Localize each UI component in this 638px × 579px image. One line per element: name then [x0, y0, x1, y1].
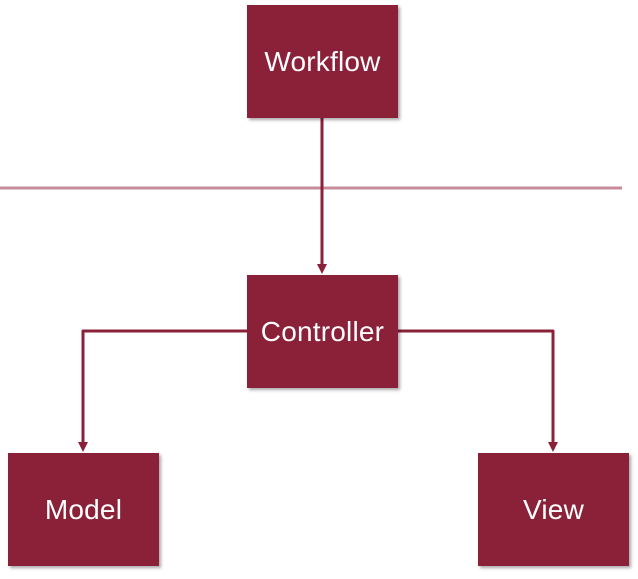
view-node: View — [478, 453, 629, 566]
view-node-label: View — [523, 493, 584, 525]
controller-node-label: Controller — [260, 315, 385, 347]
model-node: Model — [8, 453, 159, 566]
workflow-node: Workflow — [247, 5, 398, 118]
workflow-node-label: Workflow — [264, 45, 381, 77]
controller-to-model-arrow — [78, 329, 247, 452]
controller-node: Controller — [247, 275, 398, 388]
model-node-label: Model — [44, 493, 123, 525]
controller-to-view-arrow — [398, 329, 558, 452]
